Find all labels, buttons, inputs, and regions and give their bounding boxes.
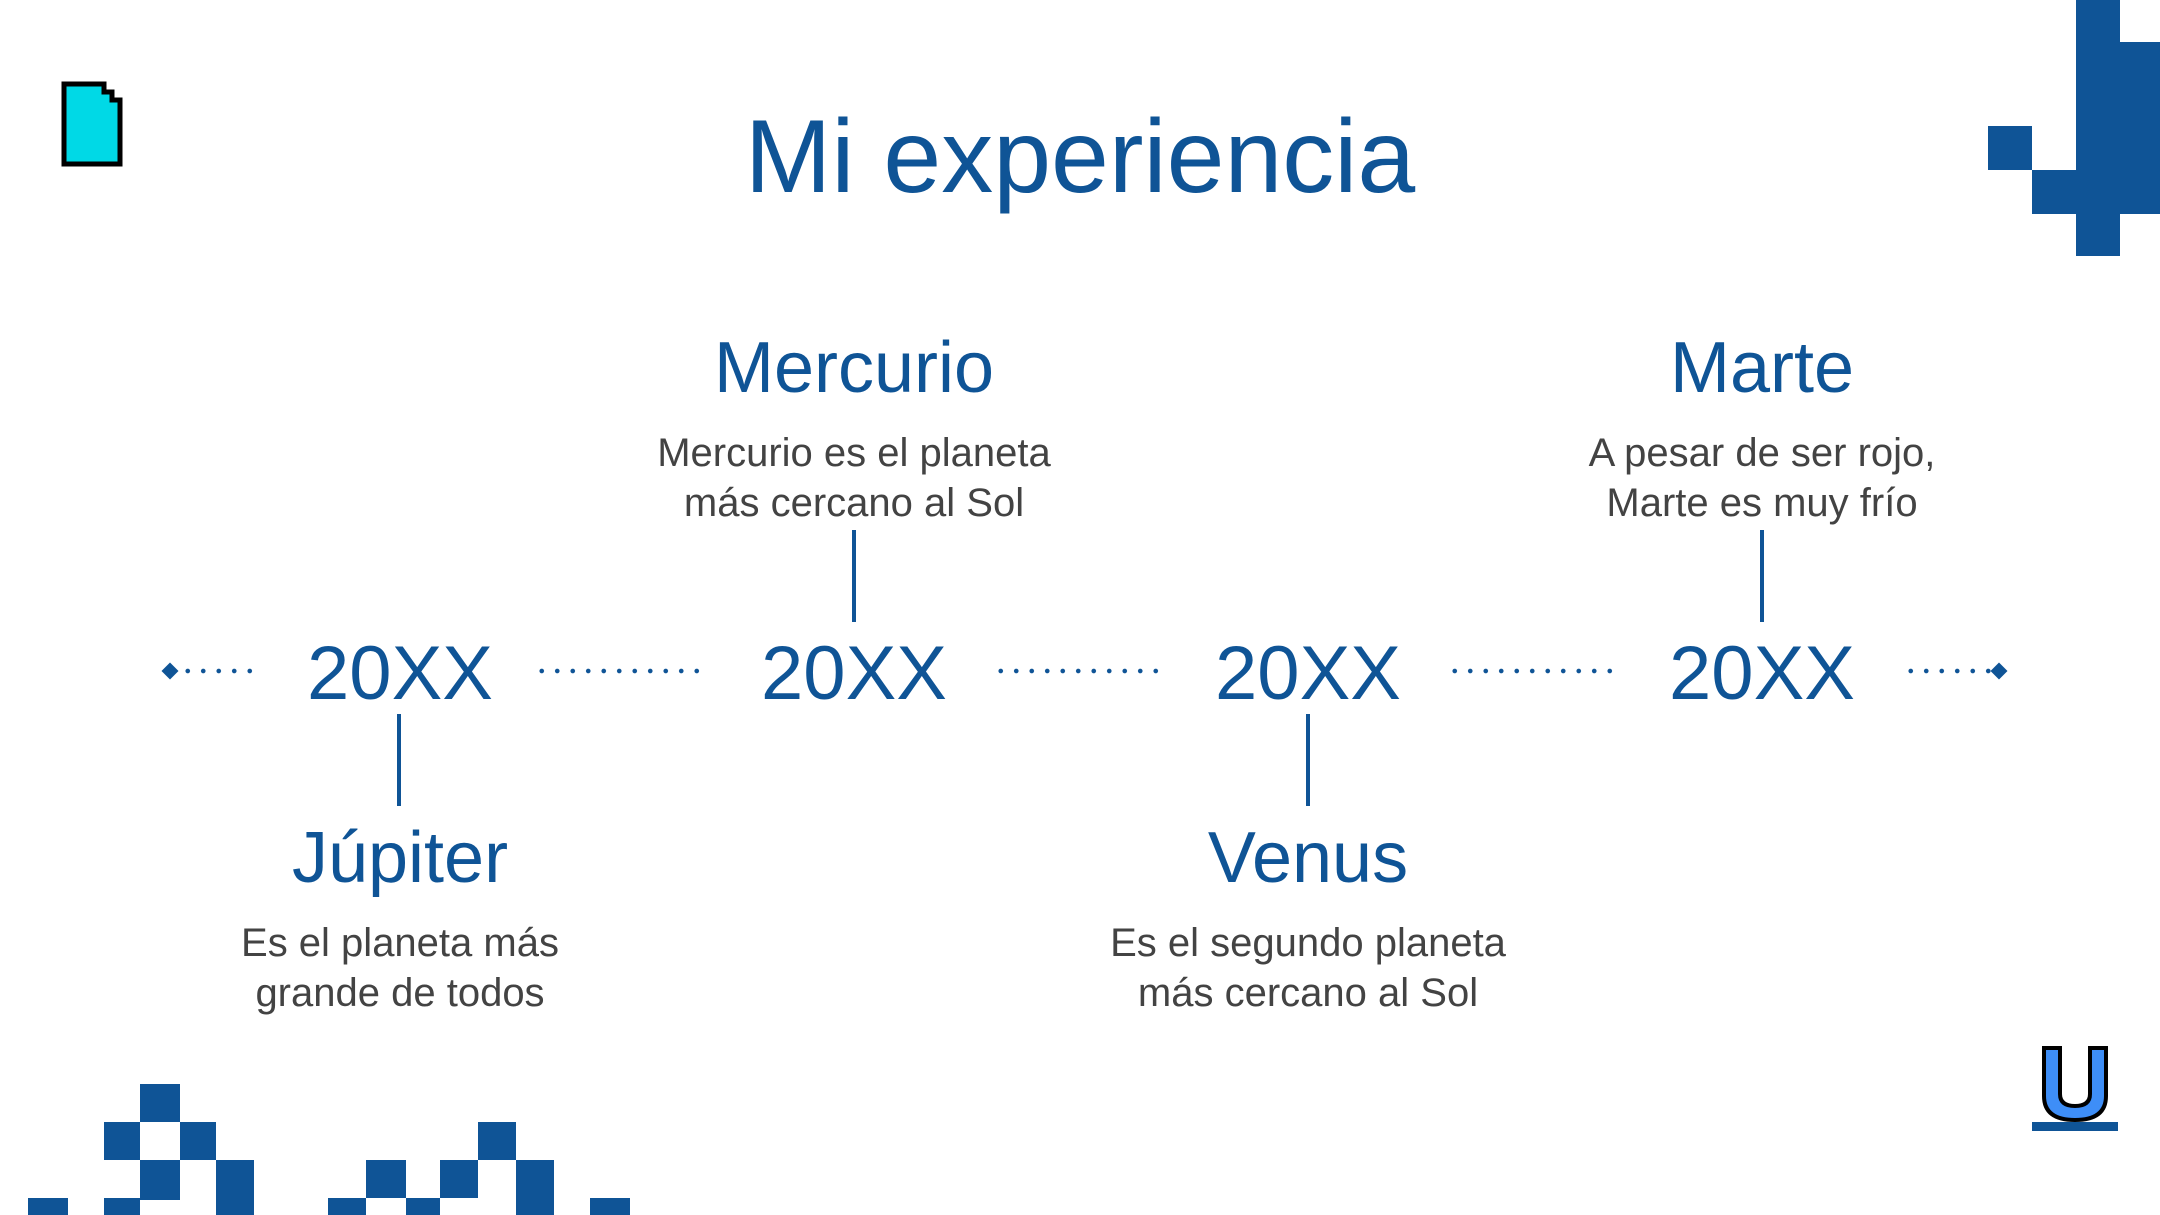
milestone-description: A pesar de ser rojo, Marte es muy frío bbox=[1588, 431, 1936, 525]
milestone-connector bbox=[397, 714, 401, 806]
pixel-decoration-top-right bbox=[1988, 0, 2160, 256]
timeline-dots bbox=[180, 668, 260, 674]
milestone-title: Júpiter bbox=[291, 818, 509, 898]
underline-icon bbox=[2030, 1042, 2120, 1134]
milestone-title: Mercurio bbox=[713, 328, 995, 408]
milestone-description: Mercurio es el planeta más cercano al So… bbox=[657, 431, 1051, 525]
milestone-year: 20XX bbox=[307, 631, 493, 716]
timeline-dots bbox=[1447, 668, 1622, 674]
timeline-start-marker bbox=[161, 662, 179, 680]
milestone-title: Marte bbox=[1669, 328, 1855, 408]
pixel-decoration-bottom-left bbox=[0, 1080, 640, 1215]
milestone-connector bbox=[852, 530, 856, 622]
milestone-connector bbox=[1760, 530, 1764, 622]
milestone-description: Es el segundo planeta más cercano al Sol bbox=[1110, 921, 1506, 1015]
timeline-end-marker bbox=[1990, 662, 2008, 680]
timeline-dots bbox=[1903, 668, 1991, 674]
milestone-year: 20XX bbox=[1669, 631, 1855, 716]
timeline-dots bbox=[534, 668, 709, 674]
milestone-title: Venus bbox=[1207, 818, 1409, 898]
timeline-dots bbox=[993, 668, 1168, 674]
document-icon bbox=[60, 80, 128, 170]
milestone-description: Es el planeta más grande de todos bbox=[241, 921, 559, 1015]
milestone-year: 20XX bbox=[761, 631, 947, 716]
milestone-connector bbox=[1306, 714, 1310, 806]
slide-title: Mi experiencia bbox=[744, 99, 1416, 215]
milestone-year: 20XX bbox=[1215, 631, 1401, 716]
